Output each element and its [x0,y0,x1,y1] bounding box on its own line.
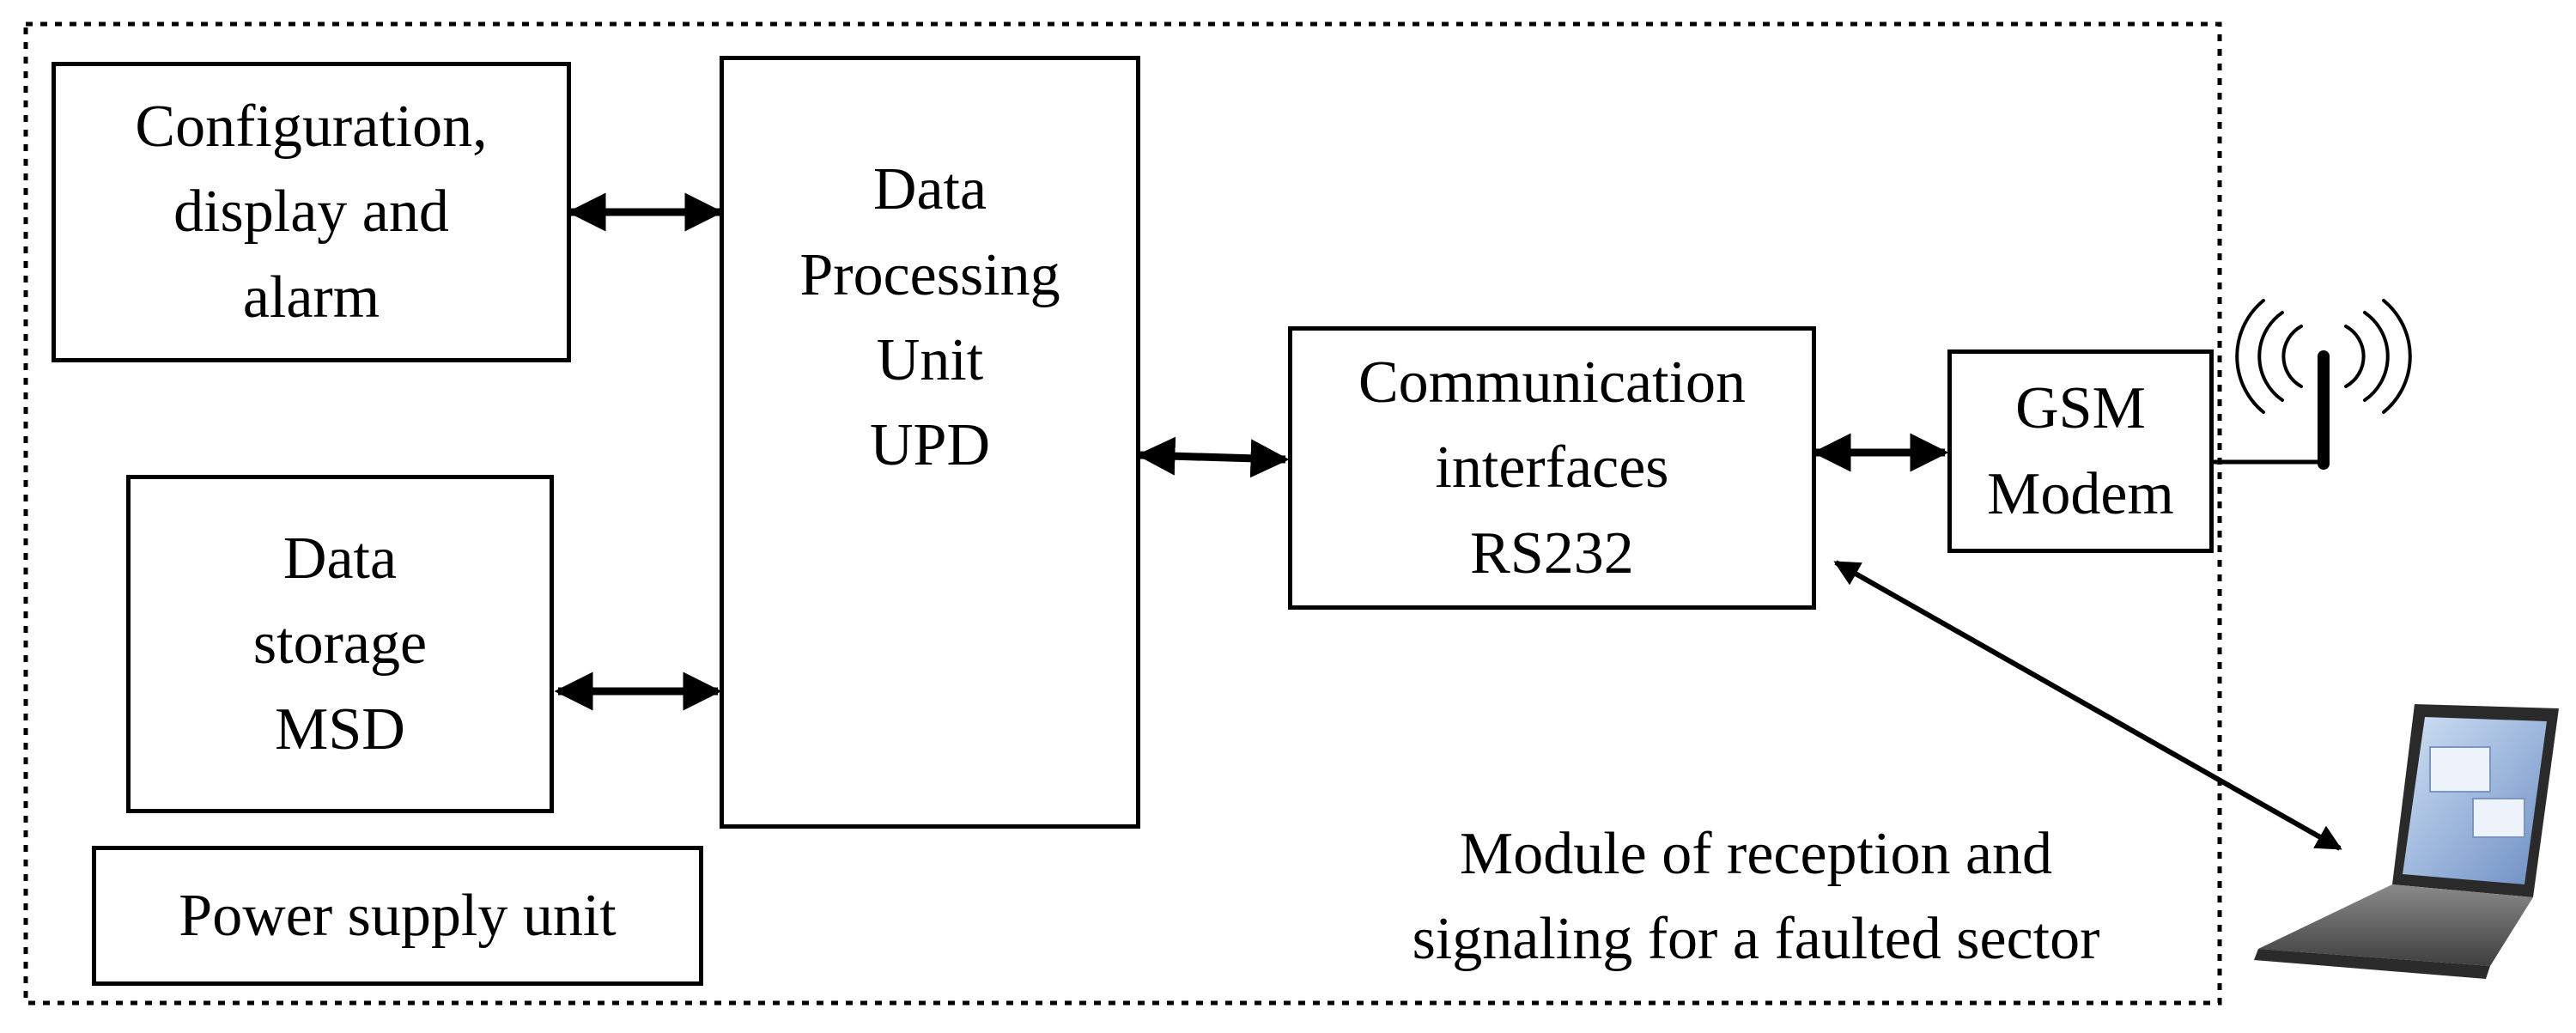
communication-interfaces-block: Communication interfaces RS232 [1288,326,1816,610]
arrow-comm-laptop [1833,560,2342,851]
config-display-alarm-label: Configuration, display and alarm [135,93,488,331]
config-display-alarm-block: Configuration, display and alarm [52,62,571,362]
laptop-icon [2254,704,2559,979]
power-supply-label: Power supply unit [179,882,617,949]
data-storage-block: Data storage MSD [126,475,554,813]
power-supply-block: Power supply unit [92,846,703,986]
module-label: Module of reception and signaling for a … [1412,821,2100,973]
arrow-upd-comm [1136,436,1290,478]
communication-interfaces-label: Communication interfaces RS232 [1358,349,1747,586]
data-processing-unit-block: Data Processing Unit UPD [720,56,1140,829]
gsm-modem-block: GSM Modem [1947,349,2214,553]
module-boundary [23,21,2222,1006]
antenna-icon [2207,299,2412,470]
data-storage-label: Data storage MSD [252,525,428,763]
data-processing-unit-label: Data Processing Unit UPD [799,156,1060,479]
gsm-modem-label: GSM Modem [1987,375,2174,527]
